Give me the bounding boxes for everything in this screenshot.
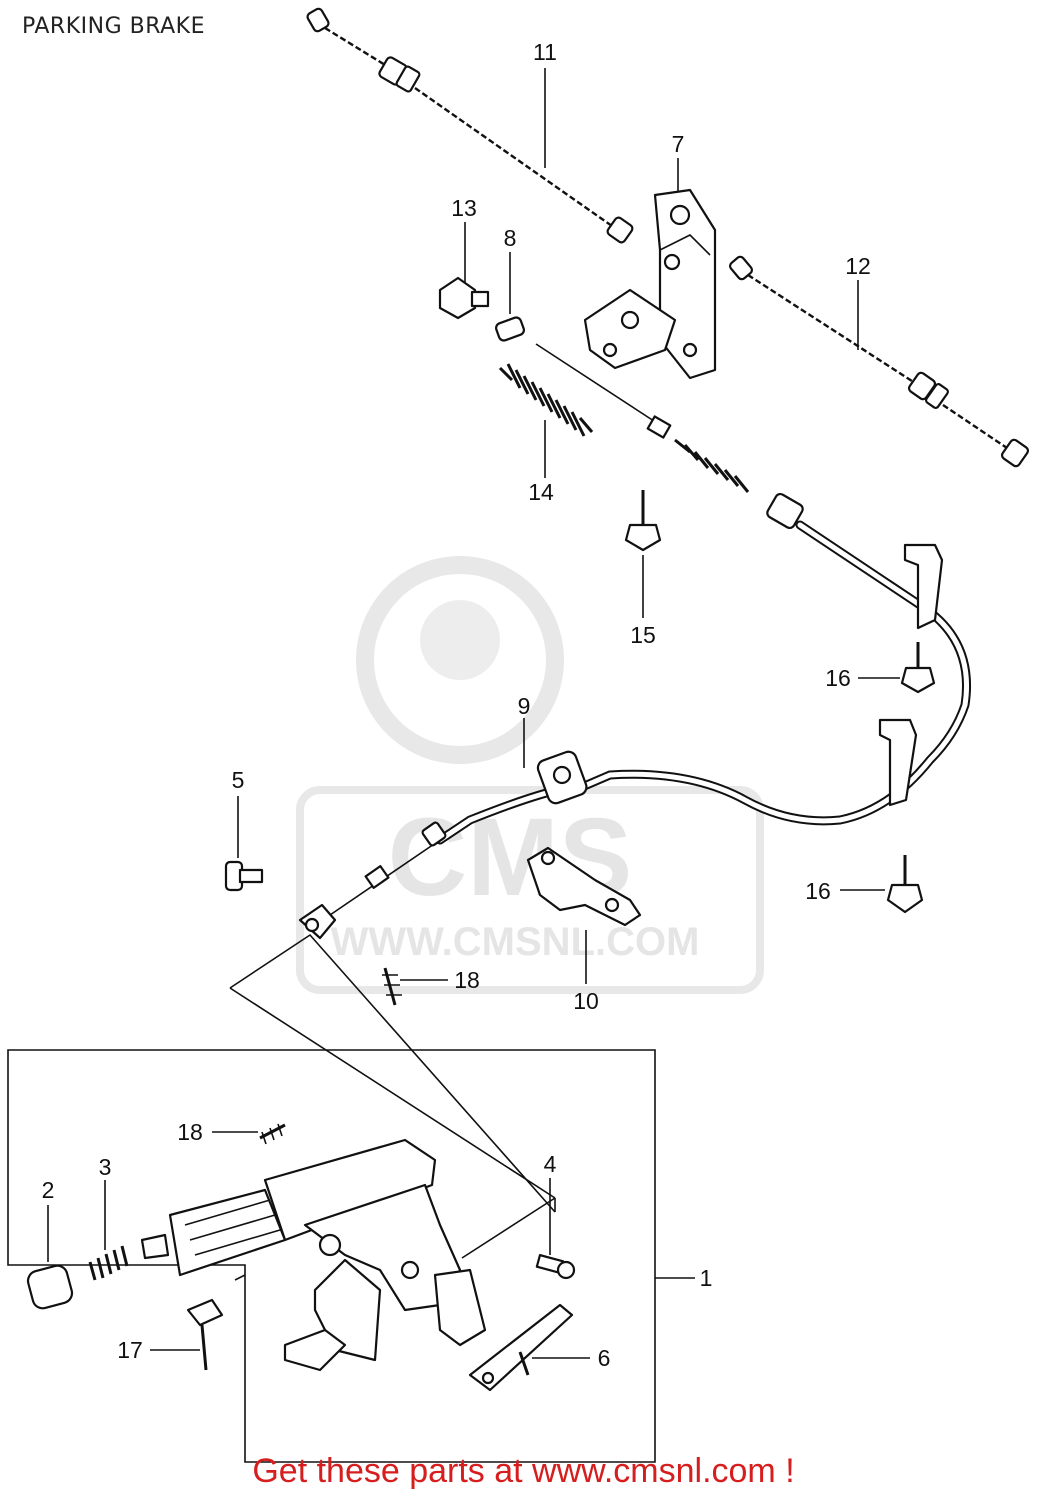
callout-9: 9 [518, 693, 531, 719]
callout-13: 13 [451, 195, 477, 221]
leader-lines [47, 68, 900, 1359]
footer-link[interactable]: Get these parts at www.cmsnl.com ! [252, 1452, 795, 1490]
part-11-cable [306, 7, 634, 244]
part-3-spring [88, 1245, 129, 1281]
part-6-plate [468, 1303, 574, 1392]
part-7-equalizer [583, 188, 717, 380]
callout-15: 15 [630, 622, 656, 648]
lever-assembly-box [7, 933, 656, 1463]
callout-16-lower: 16 [805, 878, 831, 904]
part-1-lever [140, 1138, 487, 1372]
part-16-bolt-upper [900, 642, 936, 694]
callout-7: 7 [672, 131, 685, 157]
part-8-collar [495, 316, 525, 342]
watermark-url: WWW.CMSNL.COM [331, 920, 700, 964]
part-16-bolt-lower [886, 855, 924, 914]
part-18-clip-upper [382, 967, 402, 1006]
callout-1: 1 [700, 1265, 713, 1291]
callout-12: 12 [845, 253, 871, 279]
part-14-spring [498, 363, 594, 437]
callout-10: 10 [573, 988, 599, 1014]
callout-8: 8 [504, 225, 517, 251]
part-13-adjusting-nut [438, 276, 490, 320]
callout-6: 6 [598, 1345, 611, 1371]
callout-2: 2 [42, 1177, 55, 1203]
callout-5: 5 [232, 767, 245, 793]
part-5-pin [224, 860, 264, 892]
callout-3: 3 [99, 1154, 112, 1180]
part-15-bolt [624, 490, 662, 552]
callout-16-upper: 16 [825, 665, 851, 691]
callouts: 11 7 13 8 12 14 15 16 9 5 16 10 18 18 3 … [42, 39, 871, 1371]
part-4-pin [535, 1253, 576, 1280]
callout-18-upper: 18 [454, 967, 480, 993]
callout-4: 4 [544, 1151, 557, 1177]
part-17-bolt [186, 1298, 224, 1371]
callout-18-lower: 18 [177, 1119, 203, 1145]
callout-14: 14 [528, 479, 554, 505]
part-10-clamp [526, 846, 642, 927]
callout-11: 11 [533, 39, 557, 65]
part-12-cable [728, 255, 1030, 468]
callout-17: 17 [117, 1337, 143, 1363]
part-18-clip-lower [259, 1123, 286, 1145]
part-9-main-cable [298, 343, 972, 940]
page-title: PARKING BRAKE [22, 14, 205, 39]
part-2-button-cap [26, 1264, 74, 1310]
